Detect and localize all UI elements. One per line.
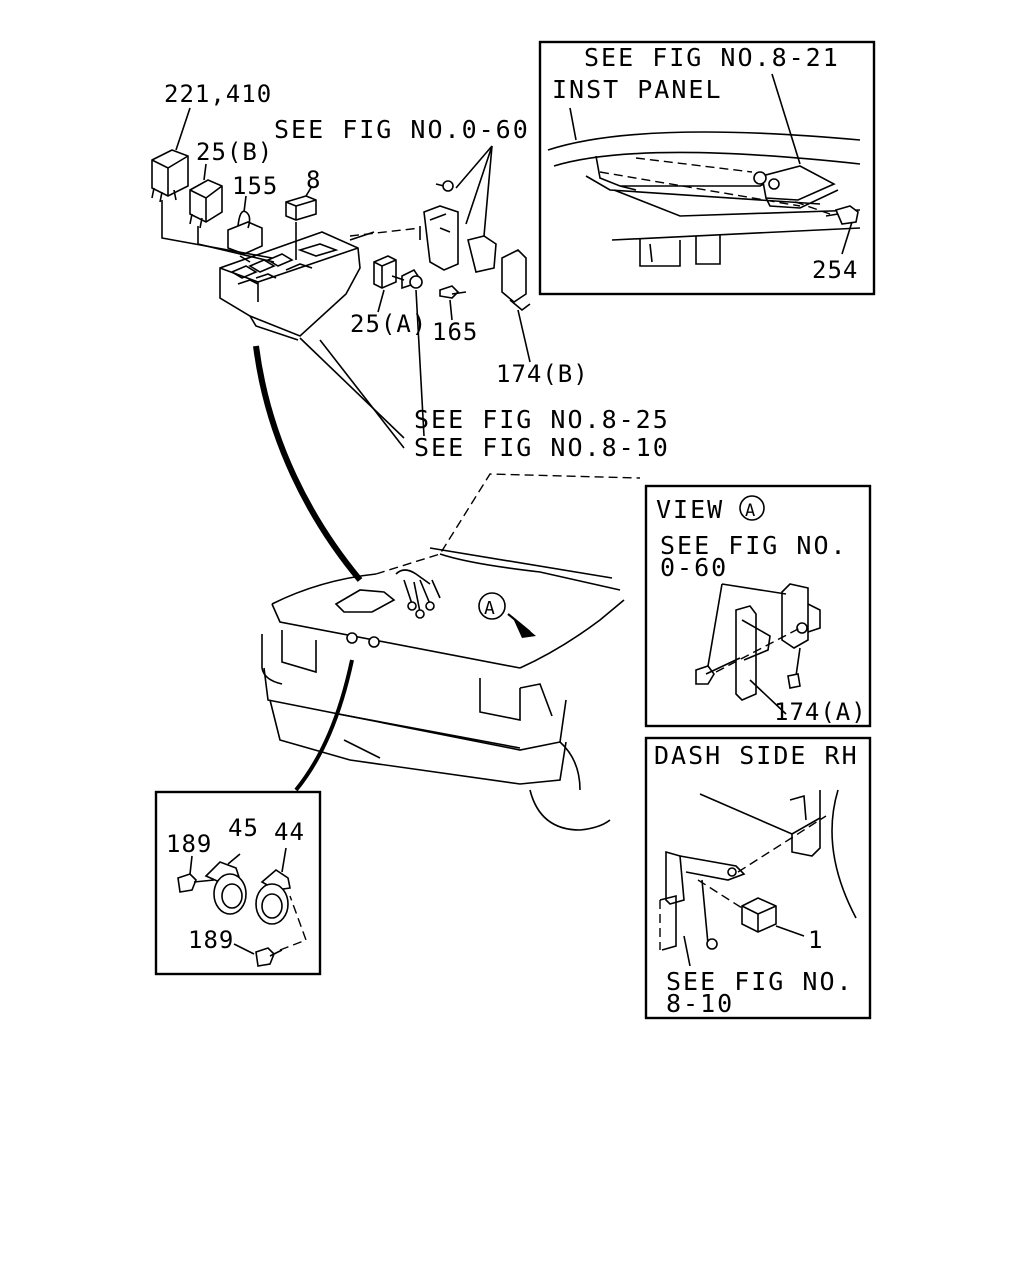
part-254-label: 254 bbox=[812, 256, 858, 284]
car-front-view bbox=[261, 473, 641, 831]
dash-side-drawing bbox=[659, 789, 857, 967]
horn-drawing bbox=[177, 847, 307, 967]
part-44-label: 44 bbox=[274, 818, 305, 846]
part-165-label: 165 bbox=[432, 318, 478, 346]
part-1-label: 1 bbox=[808, 926, 823, 954]
ref-fig-8-25: SEE FIG NO.8-25 bbox=[414, 405, 670, 434]
part-189-bottom-label: 189 bbox=[188, 926, 234, 954]
view-a-title: VIEW bbox=[656, 495, 724, 524]
view-a-marker: A bbox=[745, 501, 755, 521]
dash-ref-line2: 8-10 bbox=[666, 989, 734, 1018]
inst-panel-label: INST PANEL bbox=[552, 75, 723, 104]
relay-block-assembly bbox=[151, 107, 361, 341]
dash-side-box bbox=[644, 736, 872, 1020]
dash-side-title: DASH SIDE RH bbox=[654, 741, 859, 770]
view-a-ref-line1: SEE FIG NO. bbox=[660, 531, 848, 560]
part-45-label: 45 bbox=[228, 814, 259, 842]
callout-curve-relay bbox=[253, 345, 363, 582]
ref-fig-8-10-main: SEE FIG NO.8-10 bbox=[414, 433, 670, 462]
view-a-drawing bbox=[695, 495, 821, 715]
ref-fig-8-21: SEE FIG NO.8-21 bbox=[584, 43, 840, 72]
part-174a-label: 174(A) bbox=[774, 698, 867, 726]
relay-bracket-group bbox=[349, 145, 531, 437]
dash-ref-line1: SEE FIG NO. bbox=[666, 967, 854, 996]
part-8-label: 8 bbox=[306, 166, 321, 194]
callout-curve-horn bbox=[294, 659, 354, 792]
leader-fig-8-10 bbox=[319, 339, 405, 449]
part-25a-label: 25(A) bbox=[350, 310, 427, 338]
part-189-top-label: 189 bbox=[166, 830, 212, 858]
view-a-box bbox=[644, 484, 872, 728]
leader-fig-8-25 bbox=[299, 337, 405, 439]
part-25b-label: 25(B) bbox=[196, 138, 273, 166]
part-155-label: 155 bbox=[232, 172, 278, 200]
horn-box bbox=[154, 790, 322, 976]
ref-fig-0-60: SEE FIG NO.0-60 bbox=[274, 115, 530, 144]
inst-panel-box bbox=[538, 40, 876, 296]
view-a-ref-line2: 0-60 bbox=[660, 553, 728, 582]
part-221-410-label: 221,410 bbox=[164, 80, 272, 108]
inst-panel-drawing bbox=[547, 73, 861, 267]
car-view-marker: A bbox=[484, 598, 495, 619]
part-174b-label: 174(B) bbox=[496, 360, 589, 388]
